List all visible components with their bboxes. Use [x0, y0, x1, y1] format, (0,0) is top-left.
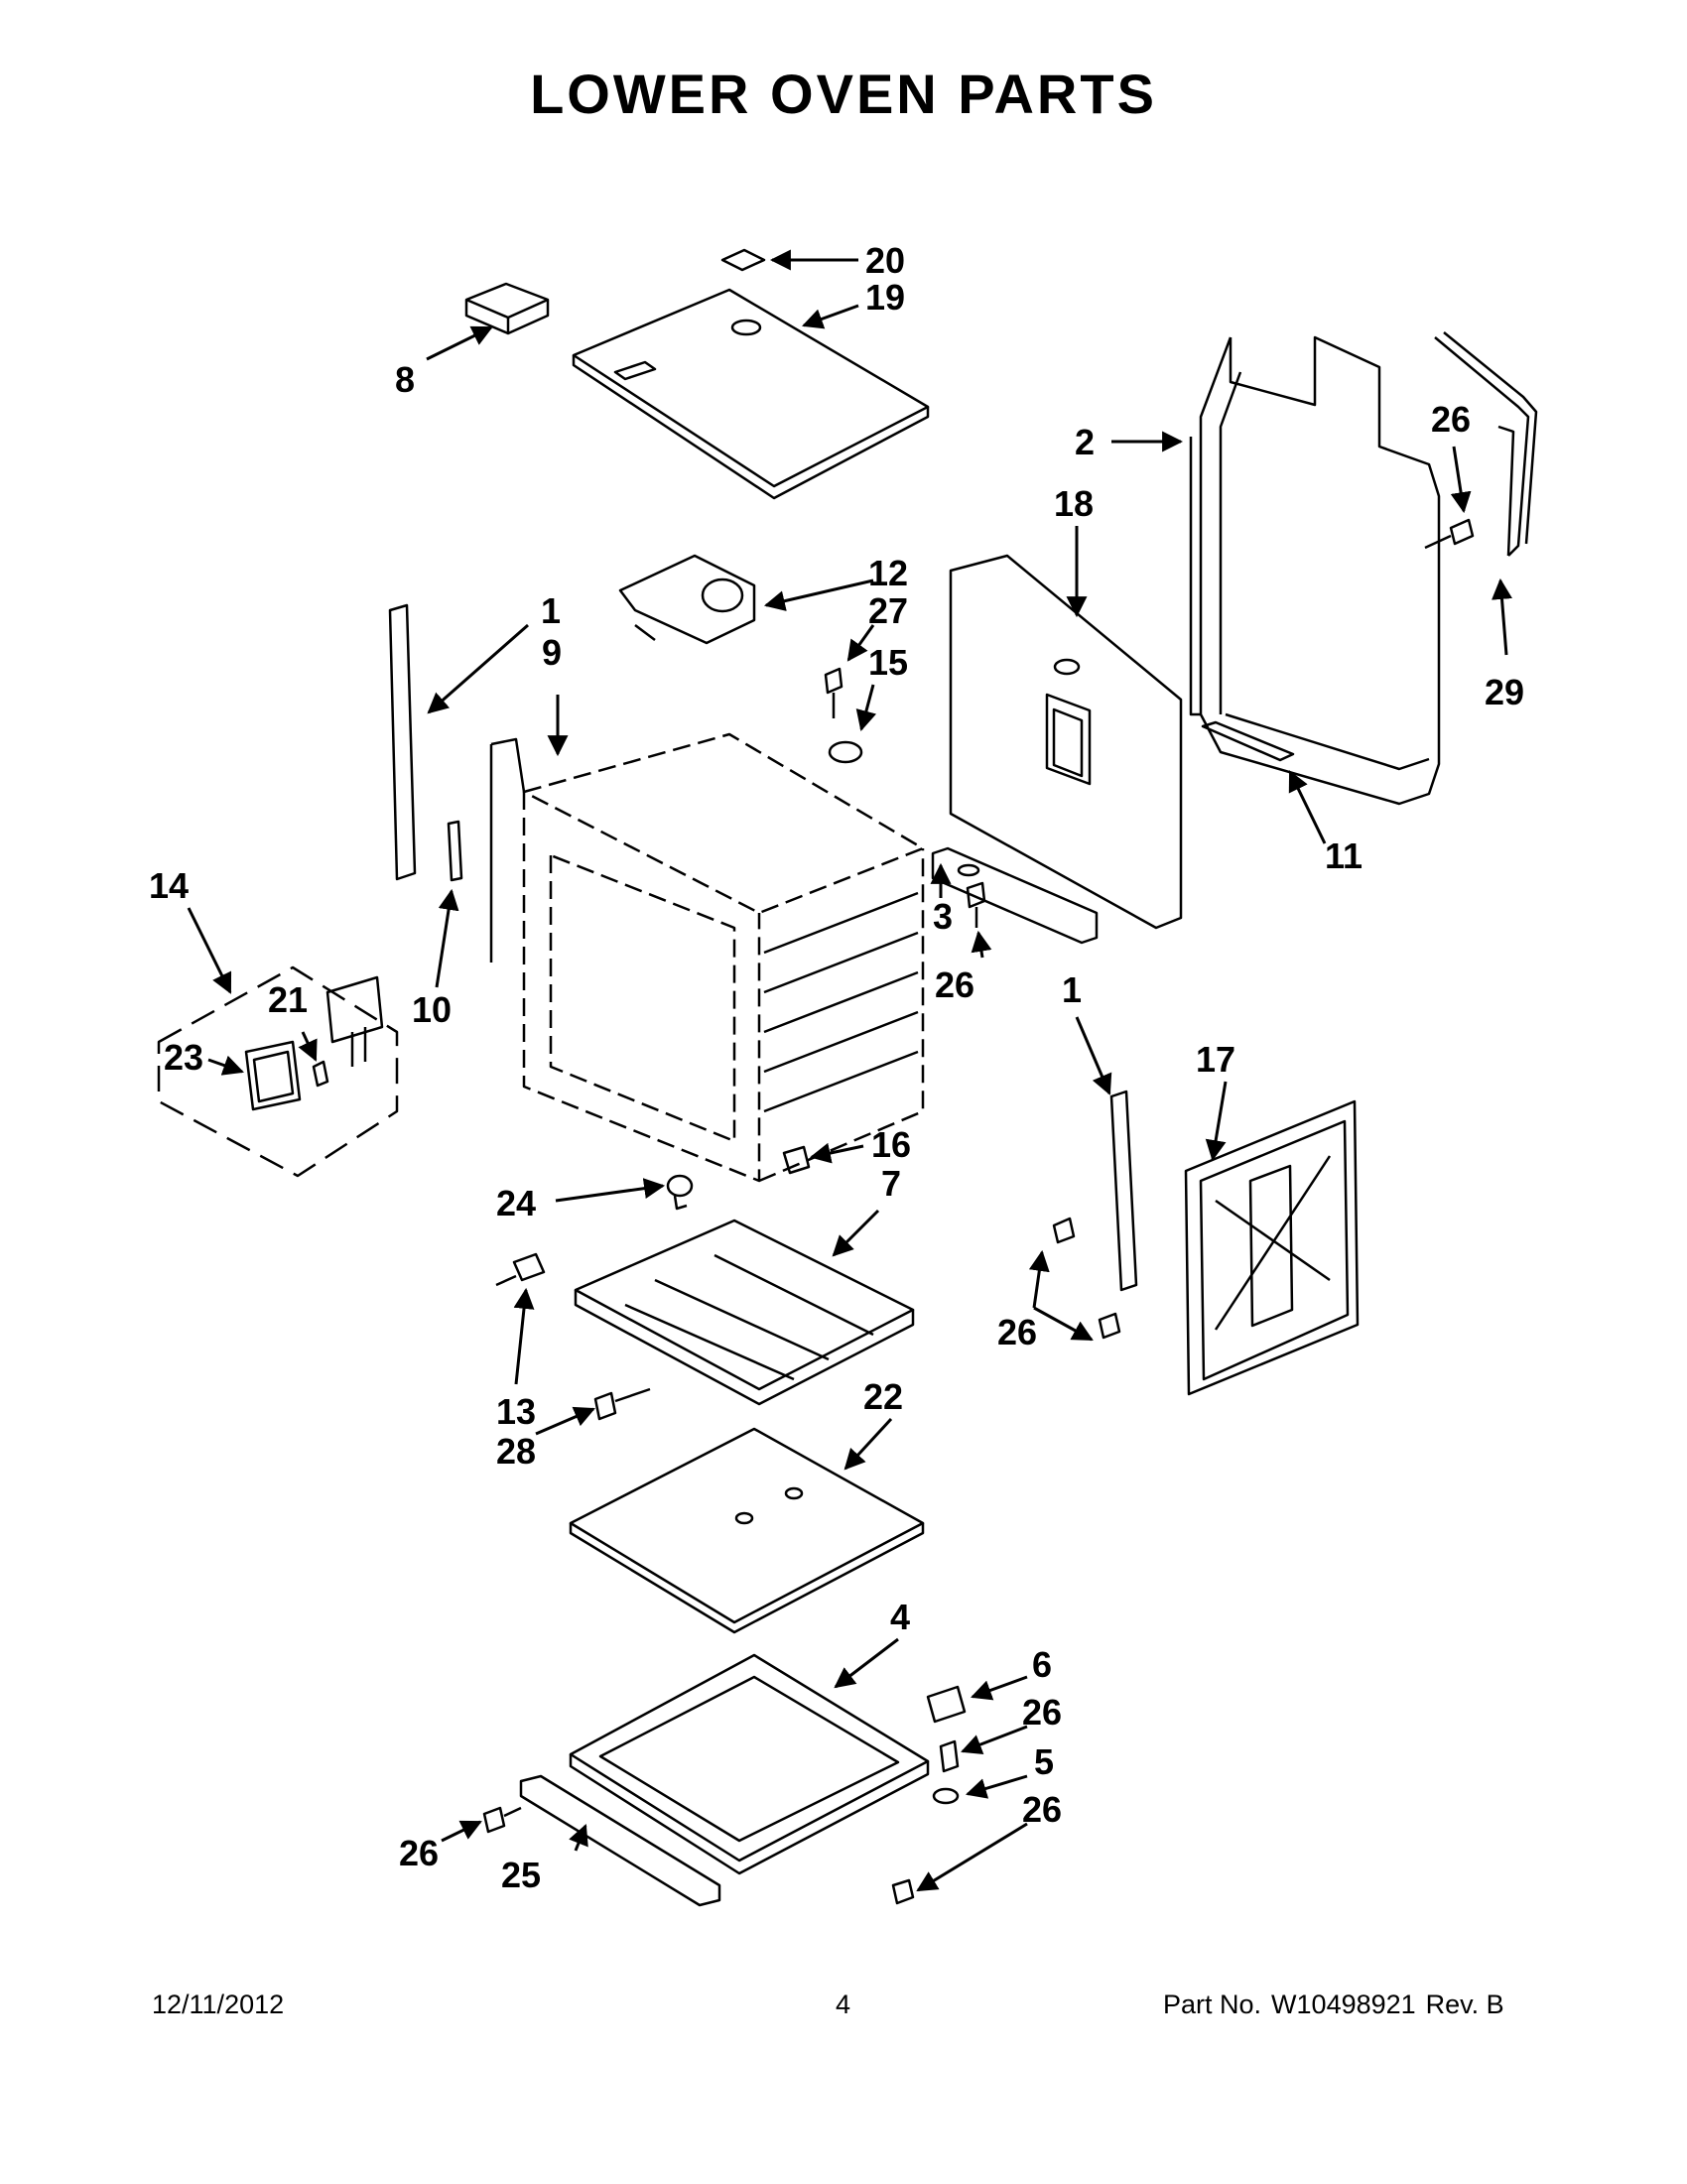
leader-arrows: [187, 249, 1512, 1892]
part-19-top-panel: [572, 288, 930, 500]
part-13-switch: [495, 1252, 546, 1287]
callout-3: 3: [933, 896, 954, 937]
part-20-bracket: [720, 248, 766, 272]
callout-29: 29: [1485, 672, 1525, 712]
callout-17: 17: [1196, 1039, 1236, 1080]
callout-24: 24: [496, 1183, 537, 1223]
part-16-knob: [782, 1145, 811, 1175]
part-28-screw: [593, 1387, 651, 1421]
part-18-rear-panel: [949, 554, 1183, 930]
part-14-housing: [325, 975, 384, 1067]
callout-8: 8: [395, 359, 416, 400]
part-26-screw: [482, 1806, 522, 1834]
part-15-grommet: [828, 740, 863, 764]
part-10-strip: [447, 820, 463, 882]
callout-12: 12: [868, 553, 909, 593]
callout-5: 5: [1034, 1741, 1055, 1782]
callout-26: 26: [935, 964, 975, 1005]
callout-27: 27: [868, 590, 909, 631]
callout-25: 25: [501, 1855, 542, 1895]
part-25-front-rail: [519, 1774, 721, 1907]
footer-date: 12/11/2012: [152, 1990, 285, 2019]
callout-19: 19: [865, 277, 906, 318]
part-number: W10498921: [1271, 1990, 1416, 2019]
callout-1: 1: [1062, 969, 1083, 1010]
callout-20: 20: [865, 240, 906, 281]
part-27-screw: [824, 667, 844, 718]
part-9-oven-cavity: [522, 732, 925, 1183]
callout-21: 21: [268, 979, 309, 1020]
part-9-cavity-frame: [489, 737, 919, 1113]
part-8-vent-box: [464, 282, 550, 335]
callout-9: 9: [542, 632, 563, 673]
callout-13: 13: [496, 1391, 537, 1432]
callout-16: 16: [871, 1124, 912, 1165]
callout-15: 15: [868, 642, 909, 683]
part-12-bracket: [618, 554, 756, 645]
callout-26: 26: [997, 1312, 1038, 1352]
part-6-bracket: [926, 1685, 967, 1724]
part-11-bar: [1201, 720, 1295, 762]
callout-28: 28: [496, 1431, 537, 1472]
part-4-base-frame: [569, 1653, 930, 1875]
part-23-display-panel: [244, 1040, 302, 1111]
part-26-screw: [966, 881, 986, 928]
part-26-screw: [939, 1739, 960, 1773]
part-7-bottom-tray: [574, 1219, 915, 1406]
part-24-plug: [666, 1174, 694, 1211]
callout-6: 6: [1032, 1644, 1053, 1685]
callout-7: 7: [881, 1163, 902, 1204]
callout-14: 14: [149, 865, 190, 906]
footer-page-number: 4: [836, 1990, 851, 2019]
callout-2: 2: [1075, 422, 1096, 462]
part-5-washer: [932, 1787, 960, 1805]
part-14-display-assembly: [157, 965, 399, 1178]
part-17-door-frame: [1184, 1099, 1360, 1396]
part-1-left-strip: [388, 603, 417, 881]
part-22-floor-panel: [569, 1427, 925, 1634]
part-label: Part No.: [1163, 1990, 1262, 2019]
part-26-screw: [1052, 1217, 1121, 1340]
callout-10: 10: [412, 989, 453, 1030]
part-21-sensor: [312, 1060, 329, 1088]
callout-22: 22: [863, 1376, 904, 1417]
part-1-right-strip: [1109, 1090, 1138, 1292]
footer-part-number: Part No. W10498921 Rev. B: [1163, 1990, 1514, 2020]
callout-26: 26: [1022, 1692, 1063, 1733]
callout-4: 4: [890, 1597, 911, 1637]
part-29-side-strip: [1434, 331, 1538, 557]
part-26-screw: [1424, 518, 1475, 550]
callout-11: 11: [1325, 835, 1363, 876]
revision: Rev. B: [1425, 1990, 1504, 2019]
page-title: LOWER OVEN PARTS: [530, 63, 1157, 125]
callout-26: 26: [1431, 399, 1472, 440]
callout-18: 18: [1054, 483, 1095, 524]
callout-1: 1: [541, 590, 562, 631]
callout-26: 26: [399, 1833, 440, 1873]
callout-23: 23: [164, 1037, 204, 1078]
part-3-bracket: [931, 846, 1099, 945]
callout-26: 26: [1022, 1789, 1063, 1830]
part-26-screw: [891, 1878, 915, 1905]
part-2-back-panel: [1189, 335, 1441, 806]
